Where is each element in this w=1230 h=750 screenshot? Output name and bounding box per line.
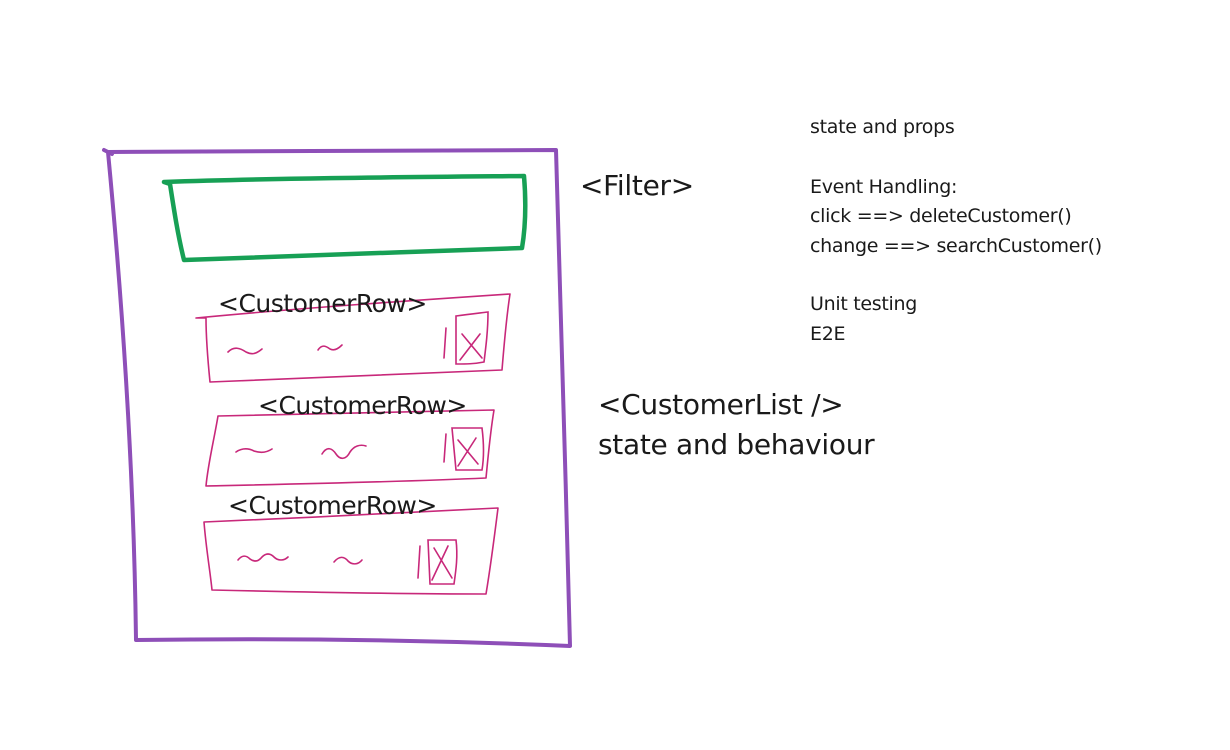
customer-list-label: <CustomerList /> <box>598 388 843 421</box>
customer-row-sketch <box>203 507 499 595</box>
customer-row-sketch <box>195 293 511 383</box>
customer-row-label: <CustomerRow> <box>218 289 427 318</box>
filter-label: <Filter> <box>580 169 694 202</box>
note-state-props: state and props <box>810 116 955 138</box>
customer-row-sketch <box>205 409 495 487</box>
note-event-line: click ==> deleteCustomer() <box>810 205 1071 227</box>
customer-list-frame <box>102 148 572 648</box>
note-event-heading: Event Handling: <box>810 176 957 198</box>
note-event-line: change ==> searchCustomer() <box>810 235 1102 257</box>
note-testing-line: E2E <box>810 323 845 345</box>
customer-row-label: <CustomerRow> <box>258 391 467 420</box>
filter-box <box>161 173 528 263</box>
customer-row-label: <CustomerRow> <box>228 491 437 520</box>
customer-list-subtitle: state and behaviour <box>598 428 875 461</box>
note-testing-line: Unit testing <box>810 293 917 315</box>
